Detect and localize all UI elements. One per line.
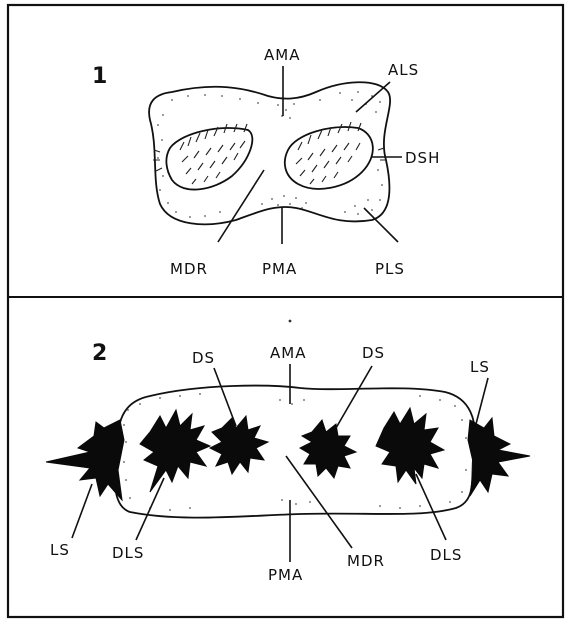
label-dls-right: DLS [430,546,462,564]
label-pma-2: PMA [268,566,303,584]
figure-number-1: 1 [92,64,107,89]
label-ds-right: DS [362,344,385,362]
stray-dot [289,320,292,323]
label-ama-1: AMA [264,46,300,64]
label-pma-1: PMA [262,260,297,278]
label-dls-left: DLS [112,544,144,562]
label-ls-left: LS [50,541,70,559]
outer-frame [8,5,563,617]
label-mdr-2: MDR [347,552,385,570]
label-dsh: DSH [405,149,440,167]
figure-number-2: 2 [92,341,107,366]
label-mdr-1: MDR [170,260,208,278]
label-ds-left: DS [192,349,215,367]
label-ls-right: LS [470,358,490,376]
label-pls: PLS [375,260,405,278]
label-als: ALS [388,61,419,79]
label-ama-2: AMA [270,344,306,362]
